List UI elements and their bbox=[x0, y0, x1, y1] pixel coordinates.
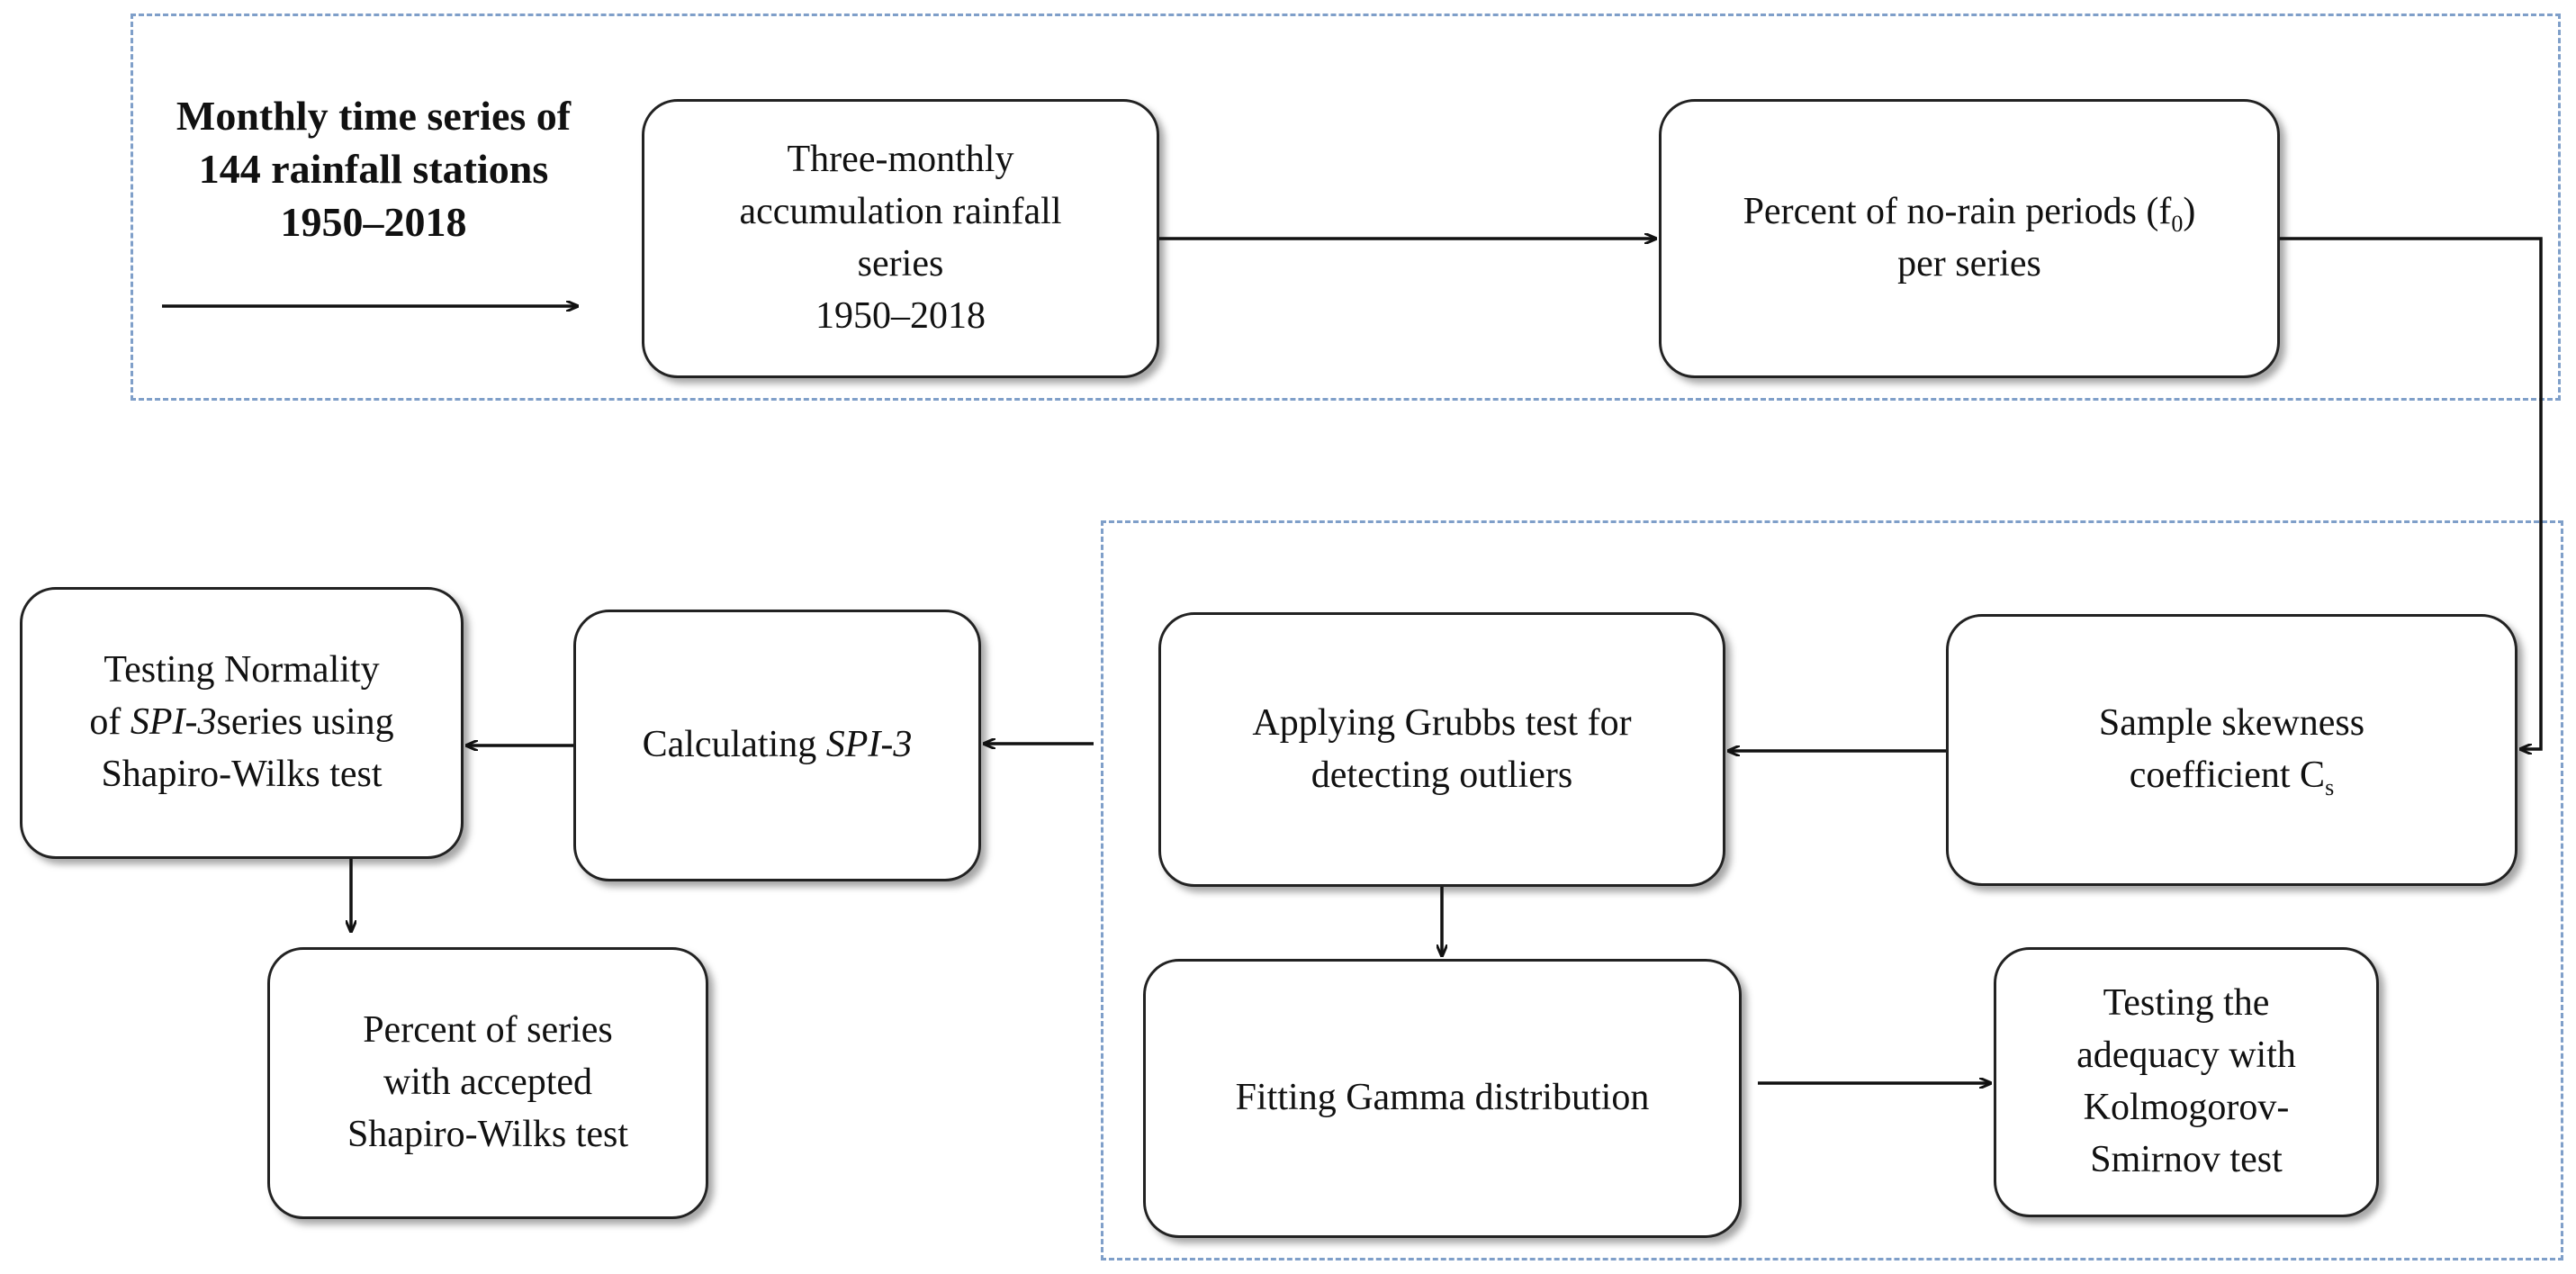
ks-line-3: Kolmogorov- bbox=[2083, 1087, 2290, 1128]
accepted-line-1: Percent of series bbox=[363, 1009, 613, 1052]
ks-line-2: adequacy with bbox=[2076, 1035, 2296, 1077]
no-rain-percent-node: Percent of no-rain periods (f0) per seri… bbox=[1659, 99, 2280, 378]
normality-line-1: Testing Normality bbox=[104, 649, 380, 691]
accepted-series-node: Percent of series with accepted Shapiro-… bbox=[267, 947, 708, 1219]
accepted-line-2: with accepted bbox=[383, 1062, 593, 1104]
three-monthly-line-2: accumulation rainfall bbox=[739, 191, 1062, 233]
grubbs-line-2: detecting outliers bbox=[1311, 754, 1573, 796]
three-monthly-accumulation-node: Three-monthly accumulation rainfall seri… bbox=[642, 99, 1159, 378]
skewness-line-2: coefficient Cs bbox=[2129, 754, 2335, 801]
three-monthly-line-3: series bbox=[857, 243, 944, 285]
normality-line-2: of SPI-3series using bbox=[89, 701, 394, 744]
normality-testing-node: Testing Normality of SPI-3series using S… bbox=[20, 587, 464, 859]
accepted-line-3: Shapiro-Wilks test bbox=[347, 1113, 629, 1155]
three-monthly-line-4: 1950–2018 bbox=[815, 294, 986, 337]
gamma-label: Fitting Gamma distribution bbox=[1235, 1077, 1650, 1119]
normality-line-3: Shapiro-Wilks test bbox=[101, 753, 383, 795]
spi-label: Calculating SPI-3 bbox=[642, 724, 913, 766]
no-rain-line-2: per series bbox=[1897, 243, 2041, 285]
distribution-stage-zone bbox=[1101, 520, 2563, 1260]
grubbs-test-node: Applying Grubbs test for detecting outli… bbox=[1158, 612, 1725, 887]
title-line-2: 144 rainfall stations bbox=[198, 145, 549, 192]
ks-line-1: Testing the bbox=[2103, 982, 2270, 1025]
skewness-line-1: Sample skewness bbox=[2098, 702, 2365, 745]
skewness-coefficient-node: Sample skewness coefficient Cs bbox=[1946, 614, 2517, 886]
ks-line-4: Smirnov test bbox=[2090, 1138, 2283, 1180]
calculating-spi-node: Calculating SPI-3 bbox=[573, 610, 981, 881]
input-stage-zone bbox=[131, 14, 2561, 401]
gamma-fitting-node: Fitting Gamma distribution bbox=[1143, 959, 1742, 1238]
kolmogorov-smirnov-node: Testing the adequacy with Kolmogorov- Sm… bbox=[1994, 947, 2379, 1217]
title-line-1: Monthly time series of bbox=[176, 93, 572, 139]
three-monthly-line-1: Three-monthly bbox=[787, 139, 1014, 181]
title-line-3: 1950–2018 bbox=[280, 198, 467, 245]
no-rain-line-1: Percent of no-rain periods (f0) bbox=[1743, 191, 2196, 238]
arrow-no-rain-to-skewness bbox=[2280, 237, 2543, 749]
input-data-title: Monthly time series of 144 rainfall stat… bbox=[126, 90, 621, 249]
grubbs-line-1: Applying Grubbs test for bbox=[1252, 701, 1632, 744]
